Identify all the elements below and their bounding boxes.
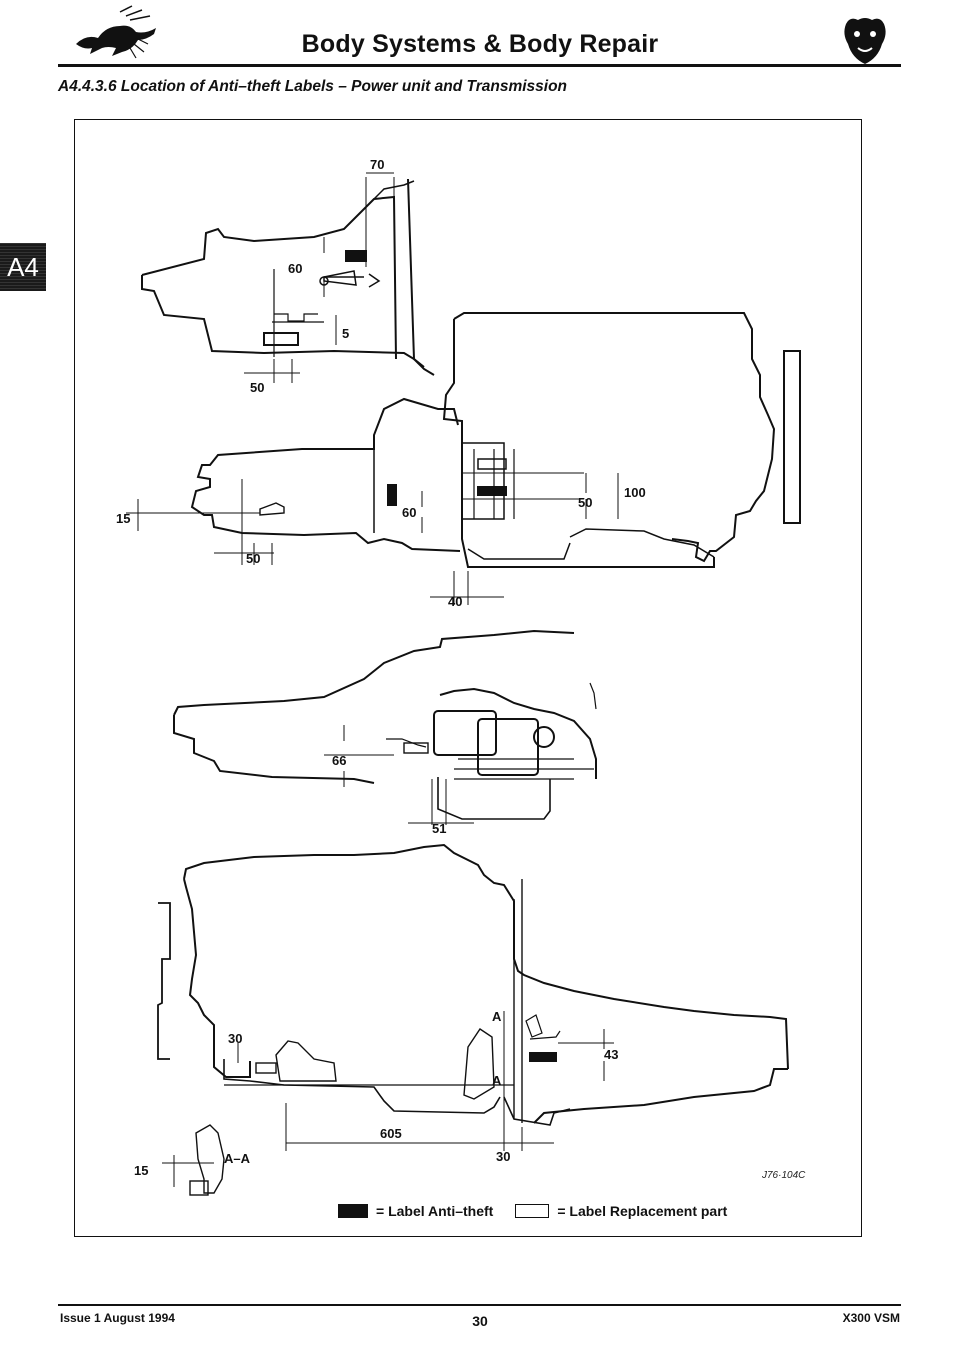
powertrain-view-4 <box>157 843 789 1196</box>
transmission-view-3 <box>173 629 597 825</box>
figure-legend: = Label Anti–theft = Label Replacement p… <box>338 1203 727 1219</box>
dim-30-left: 30 <box>228 1031 242 1046</box>
dim-50-engine: 50 <box>578 495 592 510</box>
leaping-jaguar-icon <box>76 5 156 59</box>
jaguar-head-icon <box>844 18 886 64</box>
footer-rule <box>58 1304 901 1306</box>
section-mark-a-lower: A <box>492 1073 502 1088</box>
dim-51: 51 <box>432 821 446 836</box>
header-rule <box>58 64 901 67</box>
dim-66: 66 <box>332 753 346 768</box>
section-heading: A4.4.3.6 Location of Anti–theft Labels –… <box>58 78 568 95</box>
dim-15-mid: 15 <box>116 511 130 526</box>
footer-manual-code: X300 VSM <box>842 1311 900 1325</box>
dim-43: 43 <box>604 1047 618 1062</box>
replacement-label-swatch <box>515 1204 550 1218</box>
dim-50-mid: 50 <box>246 551 260 566</box>
drawing-reference-code: J76·104C <box>762 1170 806 1181</box>
dim-5: 5 <box>342 326 349 341</box>
section-label-a-a: A–A <box>224 1151 251 1166</box>
anti-theft-label-swatch <box>338 1204 368 1218</box>
dim-60-top: 60 <box>288 261 302 276</box>
dim-15-bottom: 15 <box>134 1163 148 1178</box>
footer-issue: Issue 1 August 1994 <box>60 1311 175 1325</box>
dim-50-top: 50 <box>250 380 264 395</box>
dim-605: 605 <box>380 1126 402 1141</box>
figure-frame <box>74 119 862 1237</box>
dim-60-mid: 60 <box>402 505 416 520</box>
page-number: 30 <box>472 1313 488 1329</box>
dim-40: 40 <box>448 594 462 609</box>
section-tab-a4: A4 <box>0 243 46 291</box>
technical-drawing: 70 60 5 50 100 50 15 60 50 40 66 51 30 A… <box>116 157 801 1196</box>
page-title: Body Systems & Body Repair <box>301 30 659 58</box>
dim-100: 100 <box>624 485 646 500</box>
section-mark-a-upper: A <box>492 1009 502 1024</box>
legend-replacement-text: = Label Replacement part <box>557 1203 728 1219</box>
powertrain-view-2 <box>126 312 801 605</box>
legend-anti-theft-text: = Label Anti–theft <box>376 1203 494 1219</box>
transmission-view-1 <box>141 172 435 383</box>
dim-70: 70 <box>370 157 384 172</box>
dim-30-bottom: 30 <box>496 1149 510 1164</box>
